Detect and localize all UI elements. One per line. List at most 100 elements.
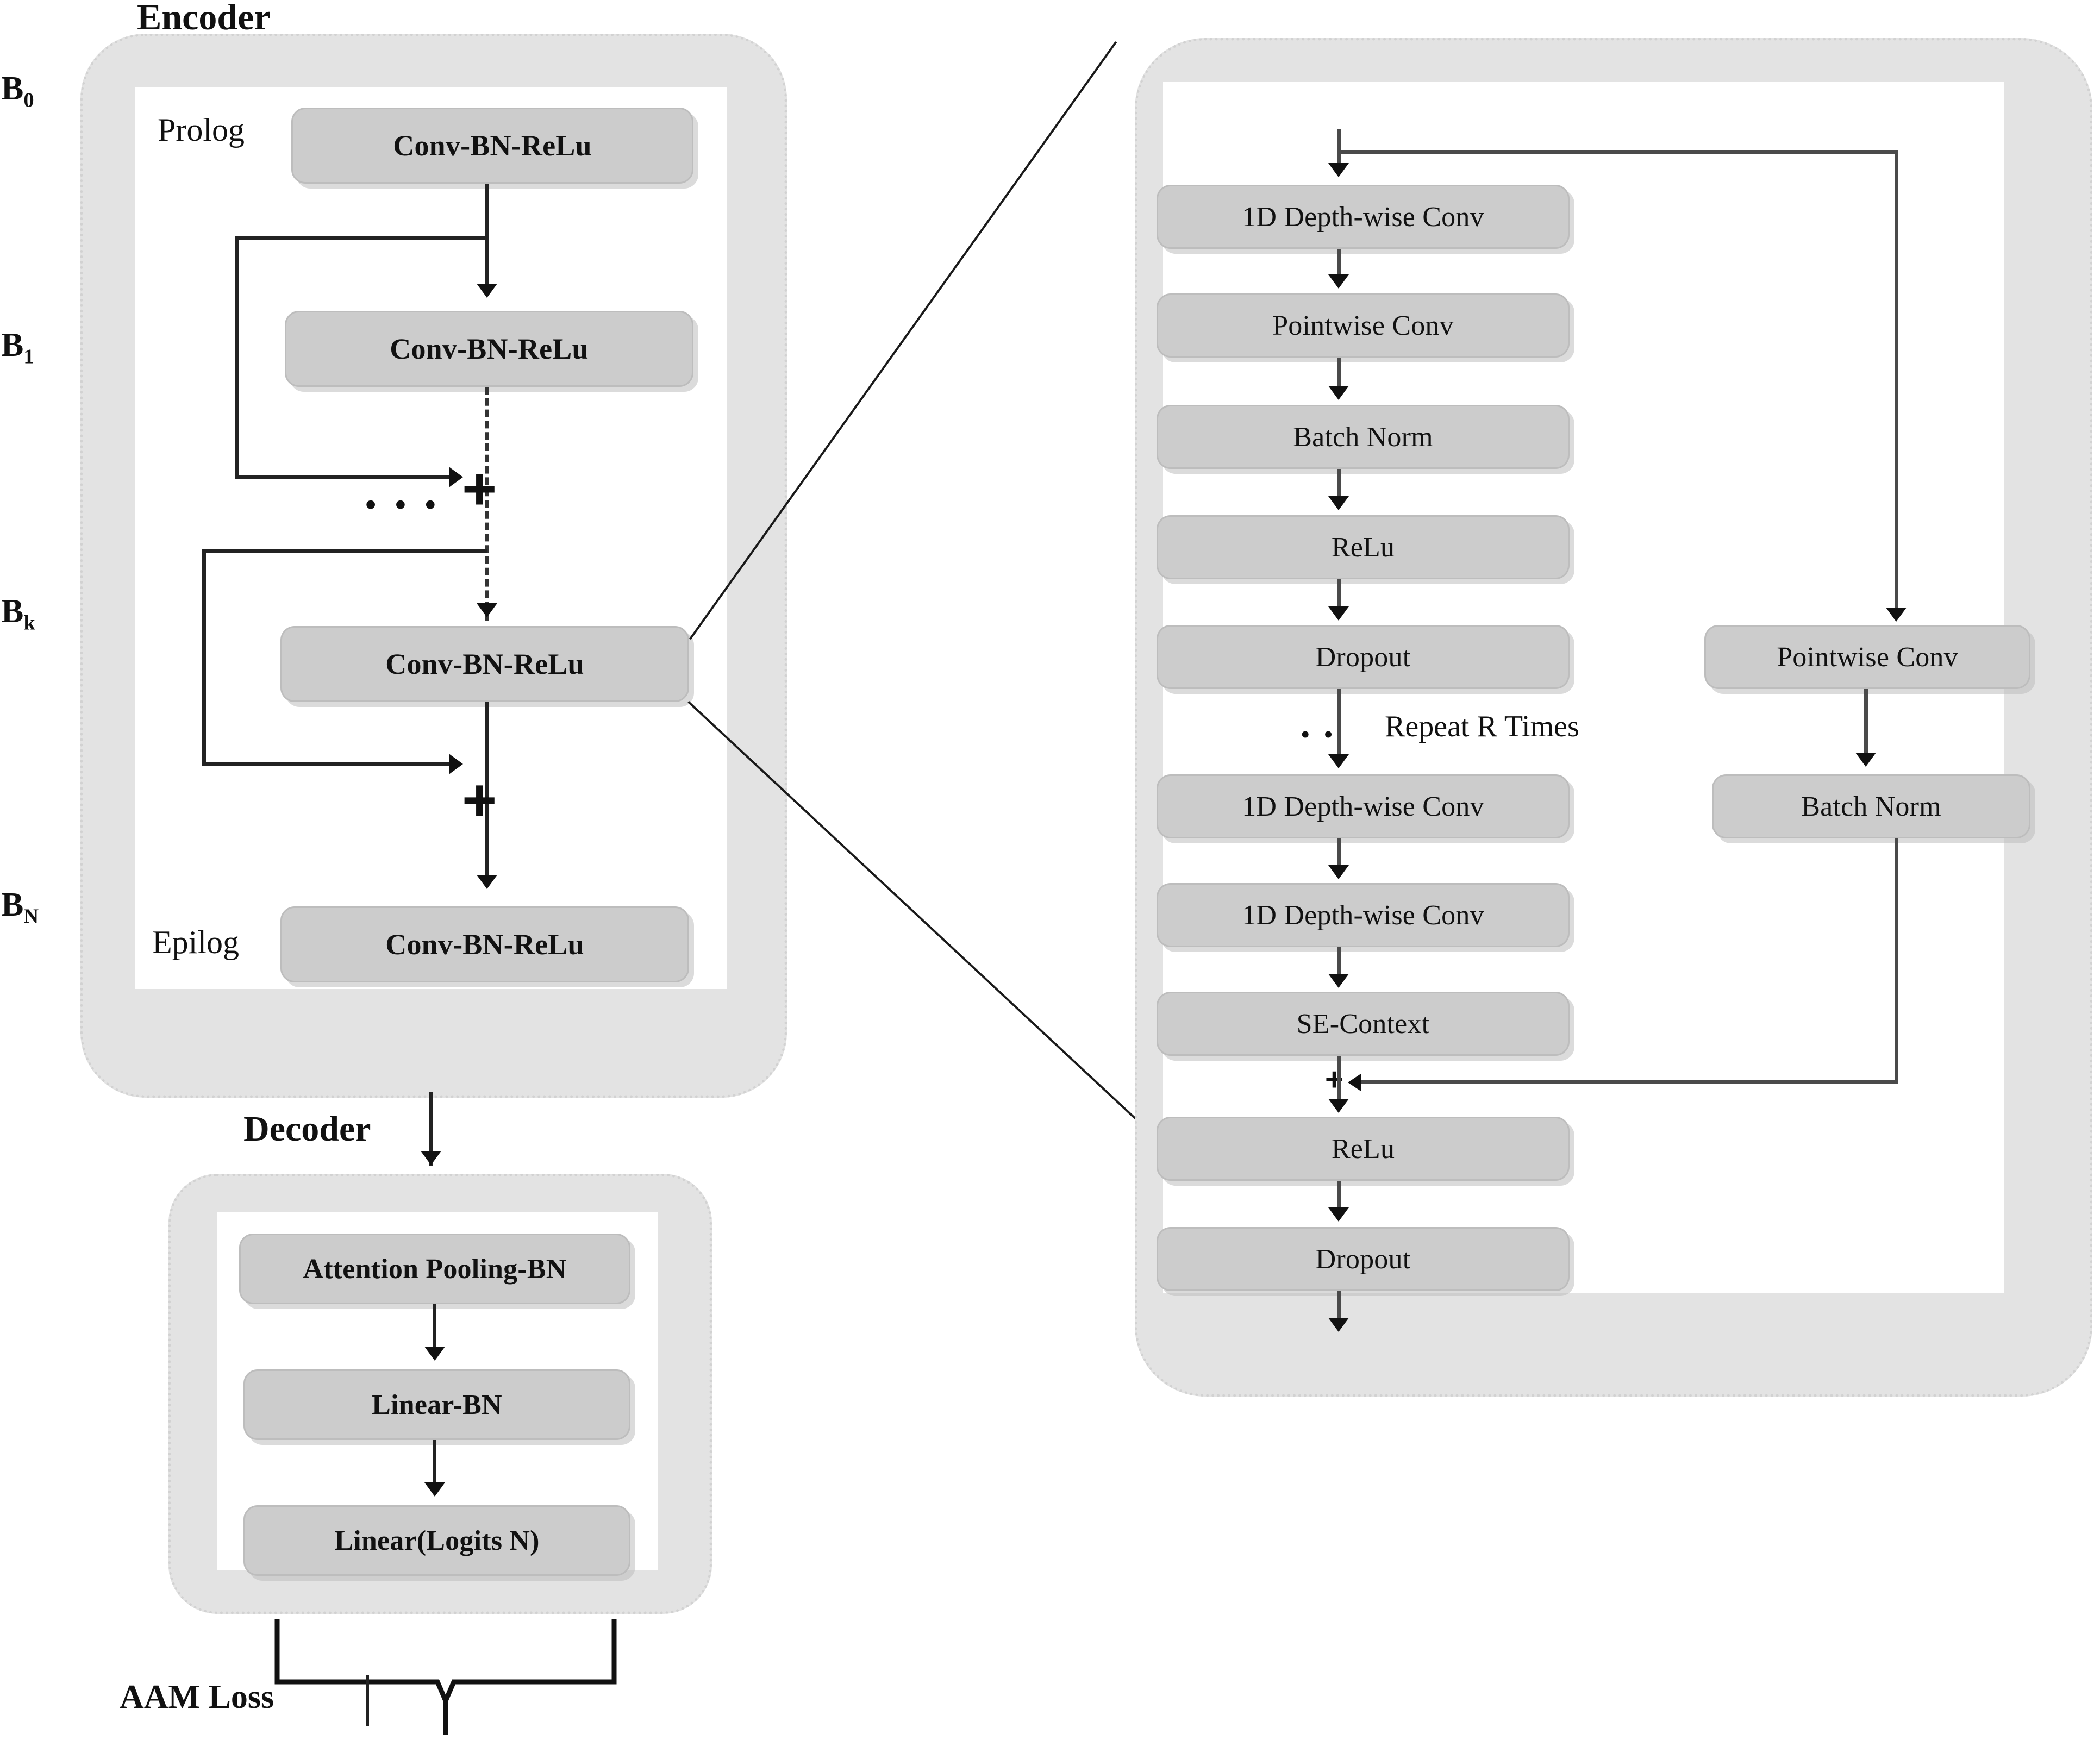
arrowhead-linear-to-logits — [424, 1482, 445, 1497]
arrowhead-detail-input — [1328, 163, 1349, 177]
arrowhead-dw3-to-se — [1328, 974, 1349, 988]
trunk-dashed-b1-to-bk — [485, 387, 489, 621]
encoder-block-b1[interactable]: Conv-BN-ReLu — [285, 311, 693, 387]
arrowhead-dw2-to-dw3 — [1328, 865, 1349, 879]
arrowhead-pw1-to-bn1 — [1328, 386, 1349, 400]
detail-block-dw1-label: 1D Depth-wise Conv — [1242, 201, 1484, 233]
detail-block-relu-2[interactable]: ReLu — [1157, 1117, 1570, 1181]
skip-return-vertical — [1895, 838, 1898, 1083]
encoder-block-b1-label: Conv-BN-ReLu — [390, 333, 589, 365]
encoder-title: Encoder — [137, 0, 271, 37]
arrowhead-dw1-to-pw1 — [1328, 274, 1349, 289]
connector-drop1-to-dw2 — [1337, 689, 1341, 759]
encoder-ellipsis: • • • — [365, 487, 441, 522]
skip-bk-bottom — [202, 762, 452, 766]
skip-b1-bottom — [235, 475, 452, 479]
encoder-block-prolog[interactable]: Conv-BN-ReLu — [291, 108, 693, 184]
detail-skip-branch-right — [1895, 150, 1898, 617]
stage-label-bk: Bk — [1, 592, 35, 635]
detail-block-dw-conv-2[interactable]: 1D Depth-wise Conv — [1157, 774, 1570, 838]
arrowhead-bk-to-epilog — [477, 875, 497, 889]
stage-label-bn-base: B — [1, 886, 24, 923]
detail-block-batch-norm-1[interactable]: Batch Norm — [1157, 405, 1570, 469]
stage-label-bk-base: B — [1, 593, 24, 630]
arrowhead-relu1-to-drop1 — [1328, 606, 1349, 621]
skip-b1-top — [235, 236, 488, 240]
connector-attn-to-linear — [433, 1304, 436, 1352]
stage-label-b1-base: B — [1, 327, 24, 364]
detail-skip-branch-top — [1339, 150, 1898, 154]
detail-block-dropout-2[interactable]: Dropout — [1157, 1227, 1570, 1291]
skip-b1-left — [235, 236, 239, 479]
detail-block-pointwise-conv-1[interactable]: Pointwise Conv — [1157, 293, 1570, 358]
skip-return-horizontal — [1359, 1080, 1898, 1084]
arrowhead-prolog-to-b1 — [477, 284, 497, 298]
epilog-label: Epilog — [152, 924, 239, 960]
skip-bk-top — [202, 549, 488, 553]
stage-label-bn: BN — [1, 886, 39, 928]
residual-plus-bk: + — [462, 767, 497, 834]
arrowhead-skip-bk — [449, 754, 463, 774]
connector-dw1-to-pw1 — [1337, 249, 1341, 280]
connector-se-to-relu2 — [1337, 1056, 1341, 1104]
detail-block-se-context[interactable]: SE-Context — [1157, 992, 1570, 1056]
skip-bk-left — [202, 549, 206, 766]
arrowhead-relu2-to-drop2 — [1328, 1207, 1349, 1222]
detail-repeat-ellipsis: • • — [1301, 721, 1337, 748]
detail-block-dw-conv-1[interactable]: 1D Depth-wise Conv — [1157, 185, 1570, 249]
connector-pw-skip-to-bn-skip — [1864, 689, 1868, 753]
arrowhead-skip-merge — [1348, 1074, 1361, 1091]
encoder-block-epilog[interactable]: Conv-BN-ReLu — [280, 906, 689, 982]
detail-block-dropout-1[interactable]: Dropout — [1157, 625, 1570, 689]
encoder-block-bk-label: Conv-BN-ReLu — [385, 648, 584, 680]
detail-block-drop2-label: Dropout — [1315, 1243, 1411, 1275]
arrowhead-bn1-to-relu1 — [1328, 496, 1349, 510]
encoder-inner-area — [135, 87, 727, 989]
decoder-block-linear-logits[interactable]: Linear(Logits N) — [243, 1505, 630, 1576]
detail-block-dw3-label: 1D Depth-wise Conv — [1242, 899, 1484, 931]
arrowhead-skip-b1 — [449, 467, 463, 487]
detail-block-pw-skip-label: Pointwise Conv — [1777, 641, 1958, 673]
detail-block-pw1-label: Pointwise Conv — [1272, 310, 1454, 341]
encoder-block-bk[interactable]: Conv-BN-ReLu — [280, 626, 689, 702]
encoder-block-prolog-label: Conv-BN-ReLu — [393, 129, 592, 162]
aam-loss-label: AAM Loss — [120, 1679, 274, 1716]
connector-pw1-to-bn1 — [1337, 358, 1341, 391]
arrowhead-encoder-to-decoder — [421, 1151, 441, 1165]
residual-plus-b1: + — [462, 455, 497, 522]
prolog-label: Prolog — [158, 112, 245, 148]
detail-block-dw2-label: 1D Depth-wise Conv — [1242, 791, 1484, 822]
decoder-block-attn-label: Attention Pooling-BN — [303, 1253, 567, 1285]
stage-label-b0-sub: 0 — [23, 89, 34, 112]
stage-label-b1-sub: 1 — [23, 345, 34, 368]
aam-loss-text-caret — [366, 1675, 369, 1726]
detail-block-bn1-label: Batch Norm — [1293, 421, 1433, 453]
connector-linear-to-logits — [433, 1440, 436, 1488]
stage-label-b0-base: B — [1, 70, 24, 107]
arrowhead-trunk-to-bk — [477, 603, 497, 617]
connector-dw3-to-se — [1337, 947, 1341, 979]
connector-relu2-to-drop2 — [1337, 1181, 1341, 1213]
detail-block-dw-conv-3[interactable]: 1D Depth-wise Conv — [1157, 883, 1570, 947]
decoder-block-linear-logits-label: Linear(Logits N) — [334, 1525, 540, 1556]
aam-loss-brace — [274, 1619, 617, 1735]
connector-bn1-to-relu1 — [1337, 469, 1341, 502]
stage-label-bk-sub: k — [23, 611, 35, 635]
detail-block-relu-1[interactable]: ReLu — [1157, 515, 1570, 579]
arrowhead-detail-output — [1328, 1318, 1349, 1332]
arrowhead-drop1-to-dw2 — [1328, 754, 1349, 768]
detail-block-pointwise-conv-skip[interactable]: Pointwise Conv — [1704, 625, 2030, 689]
detail-block-batch-norm-skip[interactable]: Batch Norm — [1712, 774, 2030, 838]
detail-block-bn-skip-label: Batch Norm — [1801, 791, 1941, 822]
arrowhead-skip-to-pointwise — [1886, 608, 1907, 622]
detail-output-stem — [1337, 1291, 1341, 1324]
arrowhead-se-to-relu2 — [1328, 1099, 1349, 1113]
repeat-r-times-label: Repeat R Times — [1385, 710, 1579, 743]
arrowhead-pw-skip-to-bn-skip — [1855, 753, 1876, 767]
stage-label-b1: B1 — [1, 326, 34, 368]
connector-dw2-to-dw3 — [1337, 838, 1341, 870]
decoder-block-linear-bn[interactable]: Linear-BN — [243, 1369, 630, 1440]
decoder-block-attention-pooling-bn[interactable]: Attention Pooling-BN — [239, 1234, 630, 1304]
connector-relu1-to-drop1 — [1337, 579, 1341, 612]
